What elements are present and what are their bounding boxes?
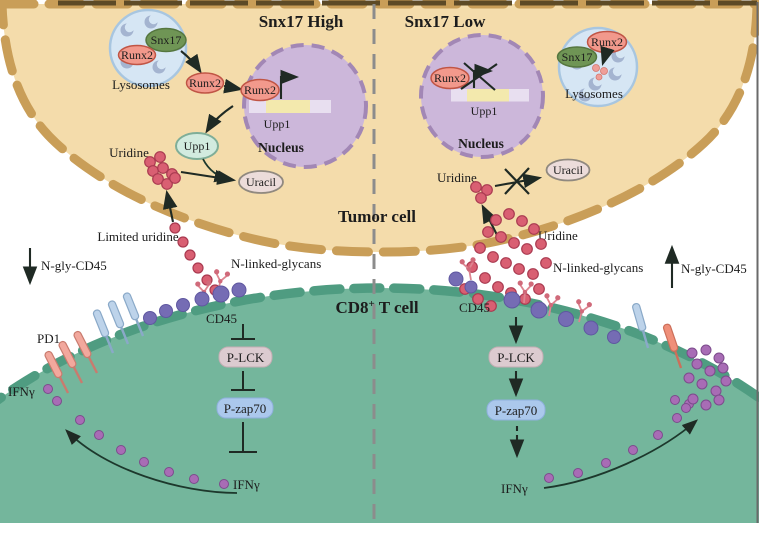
snx17-label: Snx17: [151, 33, 182, 47]
tumor-membrane-icon: [0, 0, 759, 257]
uracil-oval-left: [238, 170, 284, 194]
p-zap70-box-right: [486, 399, 546, 421]
runx2-fragment-icon: [595, 73, 603, 81]
tcell-body: [0, 288, 759, 535]
uracil-oval-right: [545, 158, 591, 182]
nucleus-right: Runx2 Upp1 Nucleus: [419, 33, 545, 159]
upp1-gene-bar-active: [266, 100, 310, 113]
runx2-cytoplasm-label: Runx2: [189, 76, 221, 90]
tcell-membrane-icon: [0, 283, 759, 405]
uridine-label-right-interface: Uridine: [538, 228, 578, 243]
upp1-enzyme-oval: [175, 132, 219, 160]
lysosome-left: Snx17 Runx2 Lysosomes: [108, 8, 188, 92]
p-lck-box-left: [218, 346, 273, 368]
cd8-t-cell: [0, 283, 759, 535]
ifng-secretion-dots-left: [75, 415, 199, 484]
ifng-released-dots-right: [670, 344, 732, 413]
p-lck-label-left: P-LCK: [227, 350, 265, 365]
limited-uridine-label: Limited uridine: [97, 229, 178, 244]
snx17-export-arrow-icon: [180, 50, 202, 74]
uridine-uptake-arrow-right-icon: [481, 204, 498, 236]
uridine-cluster-right-tumor: [470, 181, 493, 204]
uridine-cluster-right-interface: [459, 208, 552, 312]
cd45-dots-right: [448, 271, 621, 344]
nucleus-to-upp1-arrow-icon: [205, 105, 234, 134]
ifng-secretion-curve-right-icon: [543, 419, 699, 489]
p-zap70-label-right: P-zap70: [495, 403, 538, 418]
runx2-lysosome-oval: [117, 44, 157, 66]
ifng-dot-outside: [43, 384, 53, 394]
upp1-enzyme-label: Upp1: [184, 139, 211, 153]
runx2-nucleus-label: Runx2: [244, 83, 276, 97]
ngly-cd45-label-right: N-gly-CD45: [681, 261, 747, 276]
ifng-dot-membrane: [52, 396, 62, 406]
p-lck-label-right: P-LCK: [497, 350, 535, 365]
bottom-margin: [0, 523, 759, 535]
upp1-gene-bar-right-center: [467, 89, 509, 102]
lysosomes-label-left: Lysosomes: [112, 77, 170, 92]
tumor-cell-label: Tumor cell: [338, 207, 416, 226]
ifng-outside-label-left: IFNγ: [8, 384, 35, 399]
ifng-secretion-curve-left-icon: [65, 429, 238, 494]
lysosome-right: Snx17 Runx2 Lysosomes: [556, 26, 639, 108]
signaling-right: P-LCK P-zap70 IFNγ: [486, 317, 546, 496]
p-zap70-label-left: P-zap70: [224, 401, 267, 416]
runx2-fragment-icon: [592, 64, 600, 72]
uridine-to-uracil-arrow-icon: [180, 170, 237, 185]
ifng-label-right: IFNγ: [501, 481, 528, 496]
cd45-label-left: CD45: [206, 311, 237, 326]
uridine-uptake-arrow-left-icon: [162, 189, 178, 223]
uracil-label-right: Uracil: [553, 163, 584, 177]
runx2-nucleus-oval: [240, 78, 280, 102]
runx2-nucleus-label-right: Runx2: [434, 71, 466, 85]
transcription-arrow-icon: [279, 69, 300, 99]
cd45-dots-left: [143, 282, 247, 325]
pd1-label: PD1: [37, 331, 60, 346]
snx17-oval: [145, 27, 187, 53]
upp1-gene-label: Upp1: [264, 117, 291, 131]
uridine-uracil-block-cross-icon: [504, 167, 530, 195]
snx17-label-right: Snx17: [562, 50, 593, 64]
uridine-cluster-left: [144, 151, 181, 190]
nucleus-label-left: Nucleus: [258, 140, 304, 155]
uracil-label-left: Uracil: [246, 175, 277, 189]
transcription-block-cross-icon: [460, 62, 498, 91]
runx2-nucleus-oval-right: [430, 66, 470, 90]
runx2-degradation-arrow-icon: [600, 45, 615, 67]
signaling-left: P-LCK P-zap70 IFNγ: [216, 324, 274, 492]
uridine-label-right-tumor: Uridine: [437, 170, 477, 185]
ngly-cd45-label-left: N-gly-CD45: [41, 258, 107, 273]
cd45-label-right: CD45: [459, 300, 490, 315]
upp1-gene-label-right: Upp1: [471, 104, 498, 118]
title-snx17-low: Snx17 Low: [405, 12, 486, 31]
p-zap70-box-left: [216, 397, 274, 419]
runx2-fragment-icon: [600, 67, 608, 75]
snx17-oval-right: [556, 46, 598, 68]
ifng-label-left: IFNγ: [233, 477, 260, 492]
runx2-to-nucleus-arrow-icon: [223, 78, 244, 94]
cd8-tcell-label: CD8+ T cell: [335, 298, 418, 317]
nucleus-left: Runx2 Upp1 Nucleus: [240, 43, 368, 169]
runx2-lysosome-label: Runx2: [121, 48, 153, 62]
uridine-label-left: Uridine: [109, 145, 149, 160]
n-linked-glycans-label-left: N-linked-glycans: [231, 256, 321, 271]
n-linked-glycans-label-right: N-linked-glycans: [553, 260, 643, 275]
lysosomes-label-right: Lysosomes: [565, 86, 623, 101]
title-snx17-high: Snx17 High: [259, 12, 344, 31]
nucleus-label-right: Nucleus: [458, 136, 504, 151]
runx2-lysosome-label-right: Runx2: [591, 35, 623, 49]
p-lck-box-right: [488, 346, 544, 368]
